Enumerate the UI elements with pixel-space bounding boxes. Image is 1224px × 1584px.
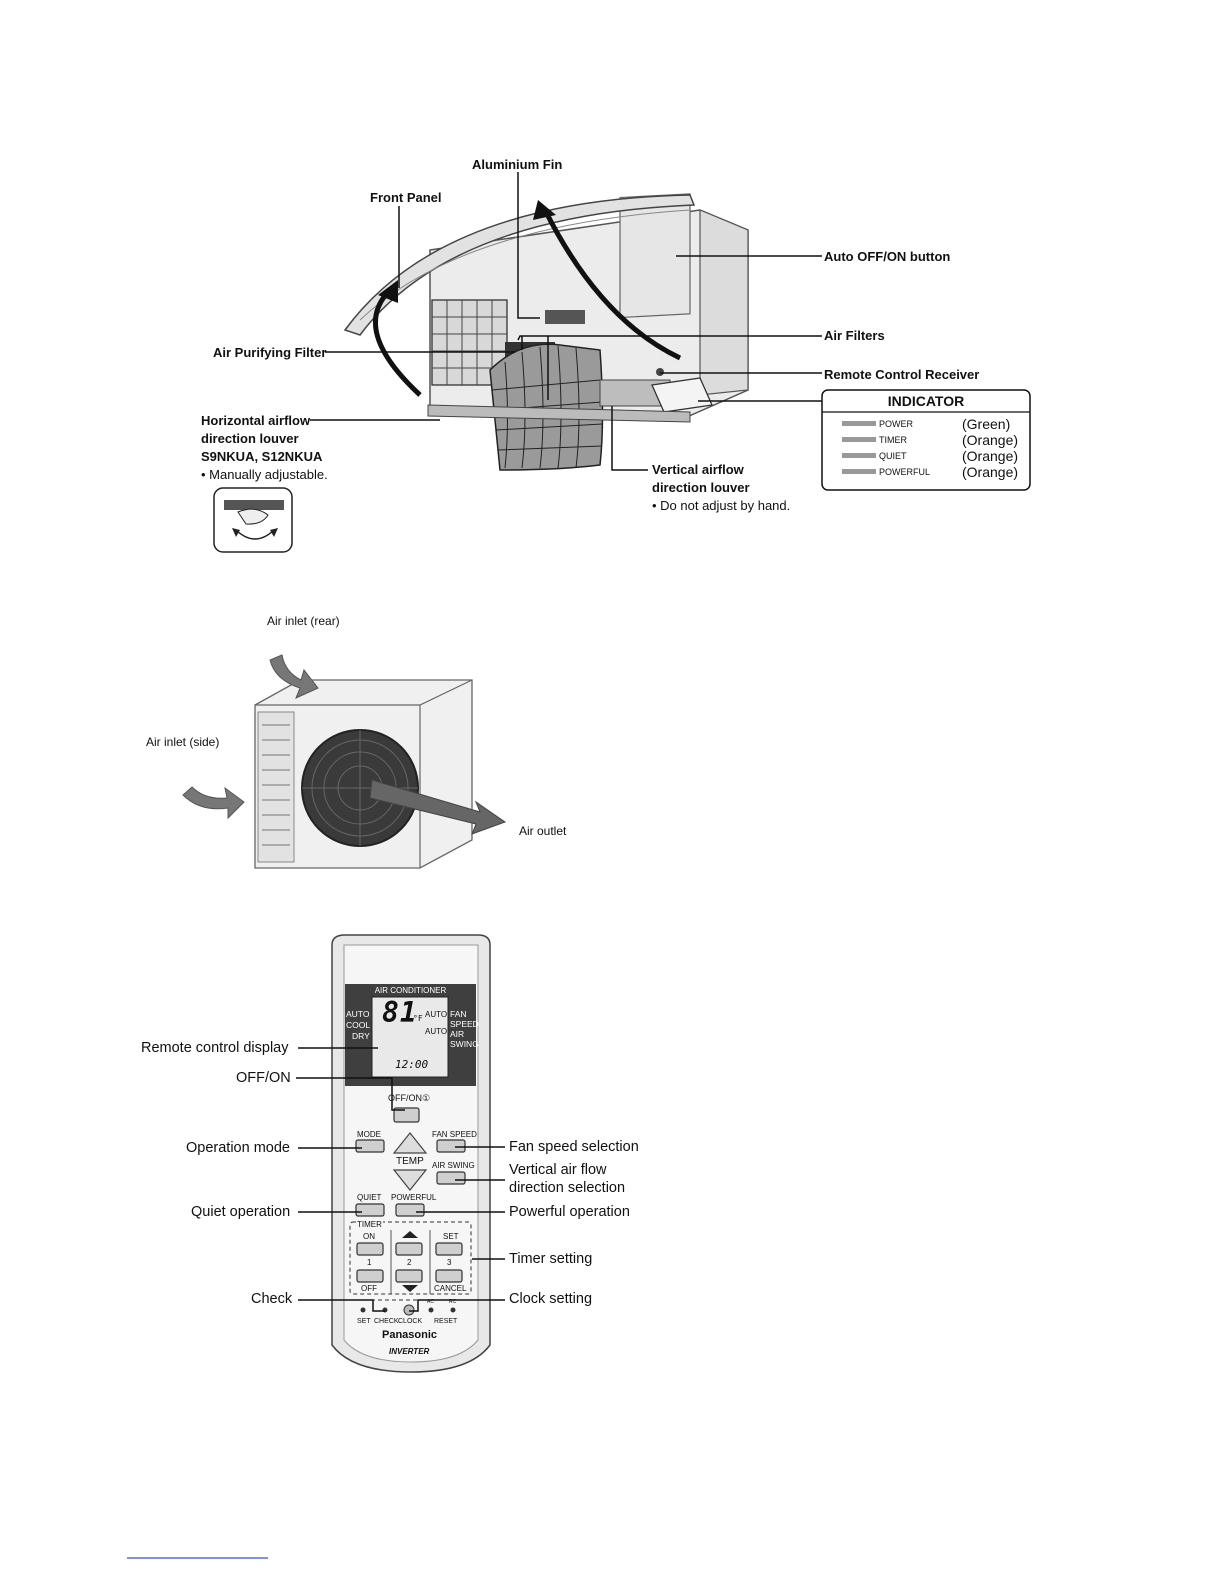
label-air-inlet-rear: Air inlet (rear) (267, 614, 340, 628)
remote-set-small: SET (357, 1318, 371, 1325)
label-powerful-operation: Powerful operation (509, 1204, 630, 1220)
remote-quiet-button-label: QUIET (357, 1193, 382, 1202)
remote-speed-label: SPEED (450, 1019, 479, 1029)
remote-header: AIR CONDITIONER (374, 986, 447, 995)
indicator-lamps (842, 421, 876, 474)
remote-rc-small: RC (449, 1299, 457, 1305)
label-remote-receiver: Remote Control Receiver (824, 367, 980, 382)
remote-clock-small: CLOCK (398, 1318, 423, 1325)
remote-airswing-button-label: AIR SWING (432, 1161, 475, 1170)
label-air-outlet: Air outlet (519, 824, 567, 838)
indicator-row-color: (Orange) (962, 448, 1019, 464)
indicator-row-name: TIMER (879, 435, 907, 445)
remote-off-label: OFF (361, 1284, 377, 1293)
label-clock-setting: Clock setting (509, 1291, 593, 1307)
indicator-row-name: POWER (879, 419, 914, 429)
remote-cancel-label: CANCEL (434, 1284, 467, 1293)
remote-fanspeed-button-label: FAN SPEED (432, 1130, 477, 1139)
label-air-filters: Air Filters (824, 328, 885, 343)
remote-leader-lines (296, 1047, 505, 1312)
remote-check-small: CHECK (374, 1318, 399, 1325)
label-vertical-louver-2: direction louver (652, 480, 750, 495)
label-air-purifying-filter: Air Purifying Filter (213, 345, 327, 360)
label-vertical-louver-note: • Do not adjust by hand. (652, 498, 791, 513)
indicator-row-color: (Orange) (962, 464, 1019, 480)
indicator-title: INDICATOR (887, 393, 965, 409)
remote-num-label: 3 (447, 1258, 452, 1267)
remote-set-label: SET (443, 1232, 459, 1241)
remote-num-label: 2 (407, 1258, 412, 1267)
remote-temp-label: TEMP (396, 1156, 424, 1167)
indoor-leader-lines (310, 172, 822, 471)
label-vertical-louver-1: Vertical airflow (652, 462, 744, 477)
remote-mode-auto: AUTO (346, 1009, 370, 1019)
remote-lcd-auto-swing: AUTO (425, 1027, 448, 1036)
remote-air-label: AIR (450, 1029, 465, 1039)
label-check: Check (251, 1291, 293, 1307)
remote-inverter: INVERTER (389, 1347, 430, 1356)
indicator-row-color: (Green) (962, 416, 1011, 432)
label-horizontal-louver-models: S9NKUA, S12NKUA (201, 449, 323, 464)
remote-mode-button-label: MODE (357, 1130, 381, 1139)
remote-fan-label: FAN (450, 1009, 467, 1019)
label-quiet-operation: Quiet operation (191, 1204, 291, 1220)
remote-reset-small: RESET (434, 1318, 458, 1325)
label-horizontal-louver-note: • Manually adjustable. (201, 467, 328, 482)
remote-lcd-temp: 81 (382, 996, 418, 1029)
remote-timer-label: TIMER (356, 1220, 383, 1229)
remote-offon-button-label: OFF/ON① (388, 1093, 431, 1103)
label-vertical-air-flow-2: direction selection (509, 1180, 626, 1196)
indicator-row-name: QUIET (879, 451, 907, 461)
label-offon: OFF/ON (236, 1070, 291, 1086)
label-horizontal-louver-2: direction louver (201, 431, 299, 446)
label-front-panel: Front Panel (370, 190, 442, 205)
label-horizontal-louver-1: Horizontal airflow (201, 413, 311, 428)
label-fan-speed-selection: Fan speed selection (509, 1139, 639, 1155)
label-vertical-air-flow-1: Vertical air flow (509, 1162, 607, 1178)
remote-powerful-button-label: POWERFUL (391, 1193, 437, 1202)
remote-lcd-auto-fan: AUTO (425, 1010, 448, 1019)
label-timer-setting: Timer setting (509, 1251, 593, 1267)
outdoor-unit-illustration (182, 654, 507, 869)
remote-lcd-clock: 12:00 (395, 1058, 429, 1071)
remote-on-label: ON (363, 1232, 375, 1241)
indicator-box (821, 389, 1031, 491)
indicator-row-color: (Orange) (962, 432, 1019, 448)
remote-swing-label: SWING (450, 1039, 479, 1049)
remote-mode-dry: DRY (352, 1031, 370, 1041)
label-aluminium-fin: Aluminium Fin (472, 157, 563, 172)
label-auto-offon-button: Auto OFF/ON button (824, 249, 951, 264)
remote-lcd-unit: °F (413, 1014, 423, 1023)
remote-ac-small: AC (427, 1299, 434, 1305)
label-operation-mode: Operation mode (186, 1140, 290, 1156)
remote-mode-cool: COOL (346, 1020, 371, 1030)
label-remote-display: Remote control display (141, 1040, 289, 1056)
remote-num-label: 1 (367, 1258, 372, 1267)
indoor-unit-illustration (343, 193, 749, 471)
manual-adjust-icon (213, 487, 293, 553)
label-air-inlet-side: Air inlet (side) (146, 735, 220, 749)
remote-brand: Panasonic (382, 1329, 438, 1341)
indicator-row-name: POWERFUL (879, 467, 931, 477)
